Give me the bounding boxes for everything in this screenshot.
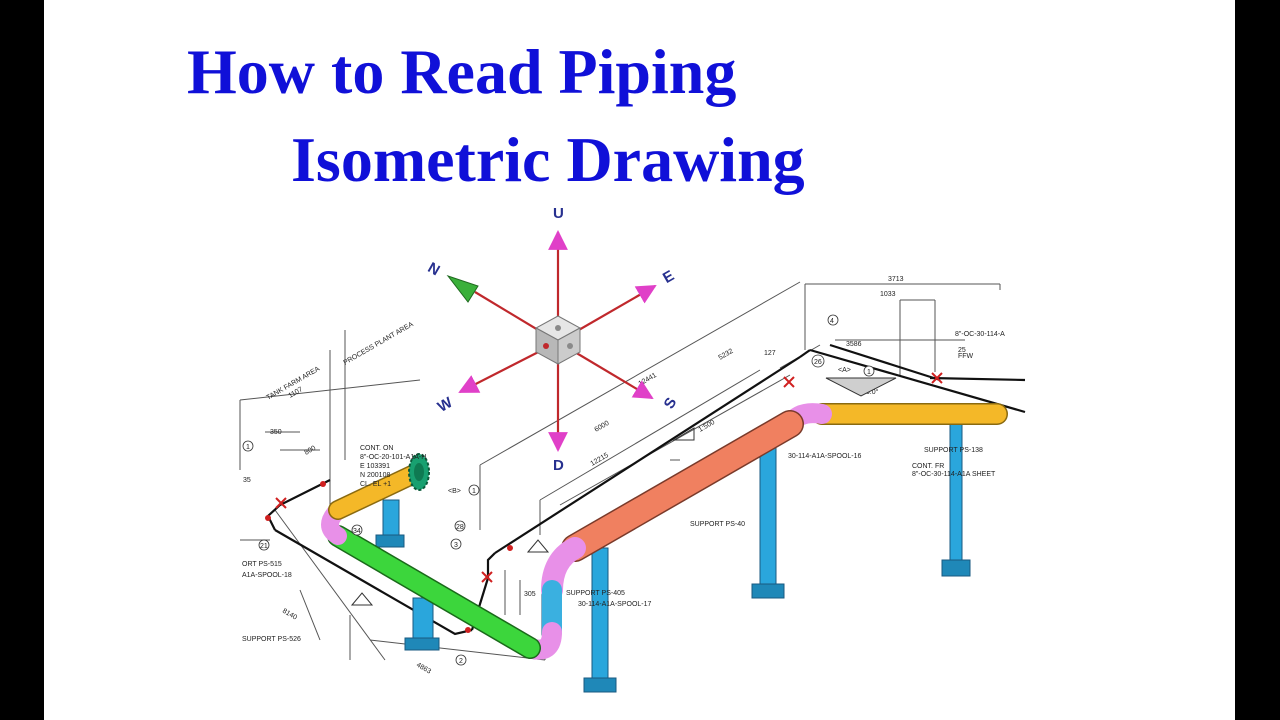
node-25: 25 [958, 347, 966, 354]
dim-12441: 12441 [638, 372, 658, 388]
node-1c: 1 [867, 369, 871, 376]
label-support-40: SUPPORT PS-40 [690, 521, 745, 528]
label-support-138: SUPPORT PS-138 [924, 447, 983, 454]
dim-350: 350 [270, 429, 282, 436]
slope-symbols [350, 377, 897, 606]
dim-305: 305 [524, 591, 536, 598]
pipes [321, 403, 1008, 660]
compass-east: E [660, 267, 677, 287]
label-support-515: ORT PS-515 [242, 561, 282, 568]
node-1: 1 [246, 444, 250, 451]
dim-800: 800 [304, 445, 318, 457]
node-21: 21 [260, 543, 268, 550]
node-1b: 1 [472, 488, 476, 495]
compass-up: U [553, 205, 564, 222]
compass-west: W [435, 394, 456, 416]
node-28: 28 [456, 524, 464, 531]
dim-angle: 45.0° [862, 388, 879, 396]
label-area-process: PROCESS PLANT AREA [343, 321, 415, 367]
label-spool-17: 30-114-A1A-SPOOL-17 [578, 601, 652, 608]
label-spool-16: 30-114-A1A-SPOOL-16 [788, 453, 862, 460]
dim-5232: 5232 [718, 348, 735, 362]
label-tag-a: <A> [838, 367, 851, 374]
dim-35: 35 [243, 477, 251, 484]
dim-8140: 8140 [281, 608, 298, 622]
dim-3713: 3713 [888, 276, 904, 283]
compass-south: S [661, 395, 681, 412]
node-3: 3 [454, 542, 458, 549]
isometric-drawing: CONT. ON 8"-OC-20-101-A1A-H E 103391 N 2… [239, 205, 1026, 693]
dim-127: 127 [764, 350, 776, 357]
compass-rose [446, 230, 657, 452]
label-n-coord: N 200108 [360, 472, 390, 479]
dim-3586: 3586 [846, 341, 862, 348]
dim-12215: 12215 [590, 452, 610, 468]
node-dots [265, 481, 513, 633]
label-spool-18: A1A-SPOOL-18 [242, 572, 292, 579]
title-line-2: Isometric Drawing [291, 124, 805, 195]
title-line-1: How to Read Piping [187, 36, 737, 107]
node-2: 2 [459, 658, 463, 665]
label-tag-b: <B> [448, 488, 461, 495]
label-cont-on-line: 8"-OC-20-101-A1A-H [360, 454, 426, 461]
node-26: 26 [814, 359, 822, 366]
label-e-coord: E 103391 [360, 463, 390, 470]
dim-6000: 6000 [594, 420, 611, 434]
node-34: 34 [353, 528, 361, 535]
dim-1033: 1033 [880, 291, 896, 298]
label-cont-from: CONT. FR [912, 463, 944, 470]
label-cont-on: CONT. ON [360, 445, 393, 452]
weld-markers [275, 372, 943, 583]
drawing-panel: How to Read Piping Isometric Drawing [44, 0, 1235, 720]
dim-4863: 4863 [415, 662, 432, 676]
label-cont-from-line: 8"-OC-30-114-A1A SHEET [912, 471, 996, 478]
label-cl-elev: CL. EL +1 [360, 481, 391, 488]
node-bubbles [242, 314, 875, 666]
flange-icon [408, 453, 430, 491]
label-ffw: FFW [958, 353, 974, 360]
label-top-line: 8"-OC-30-114-A [955, 331, 1005, 338]
label-support-526: SUPPORT PS-526 [242, 636, 301, 643]
compass-north: N [425, 259, 443, 279]
node-4: 4 [830, 318, 834, 325]
compass-down: D [553, 457, 564, 474]
label-support-405: SUPPORT PS-405 [566, 590, 625, 597]
